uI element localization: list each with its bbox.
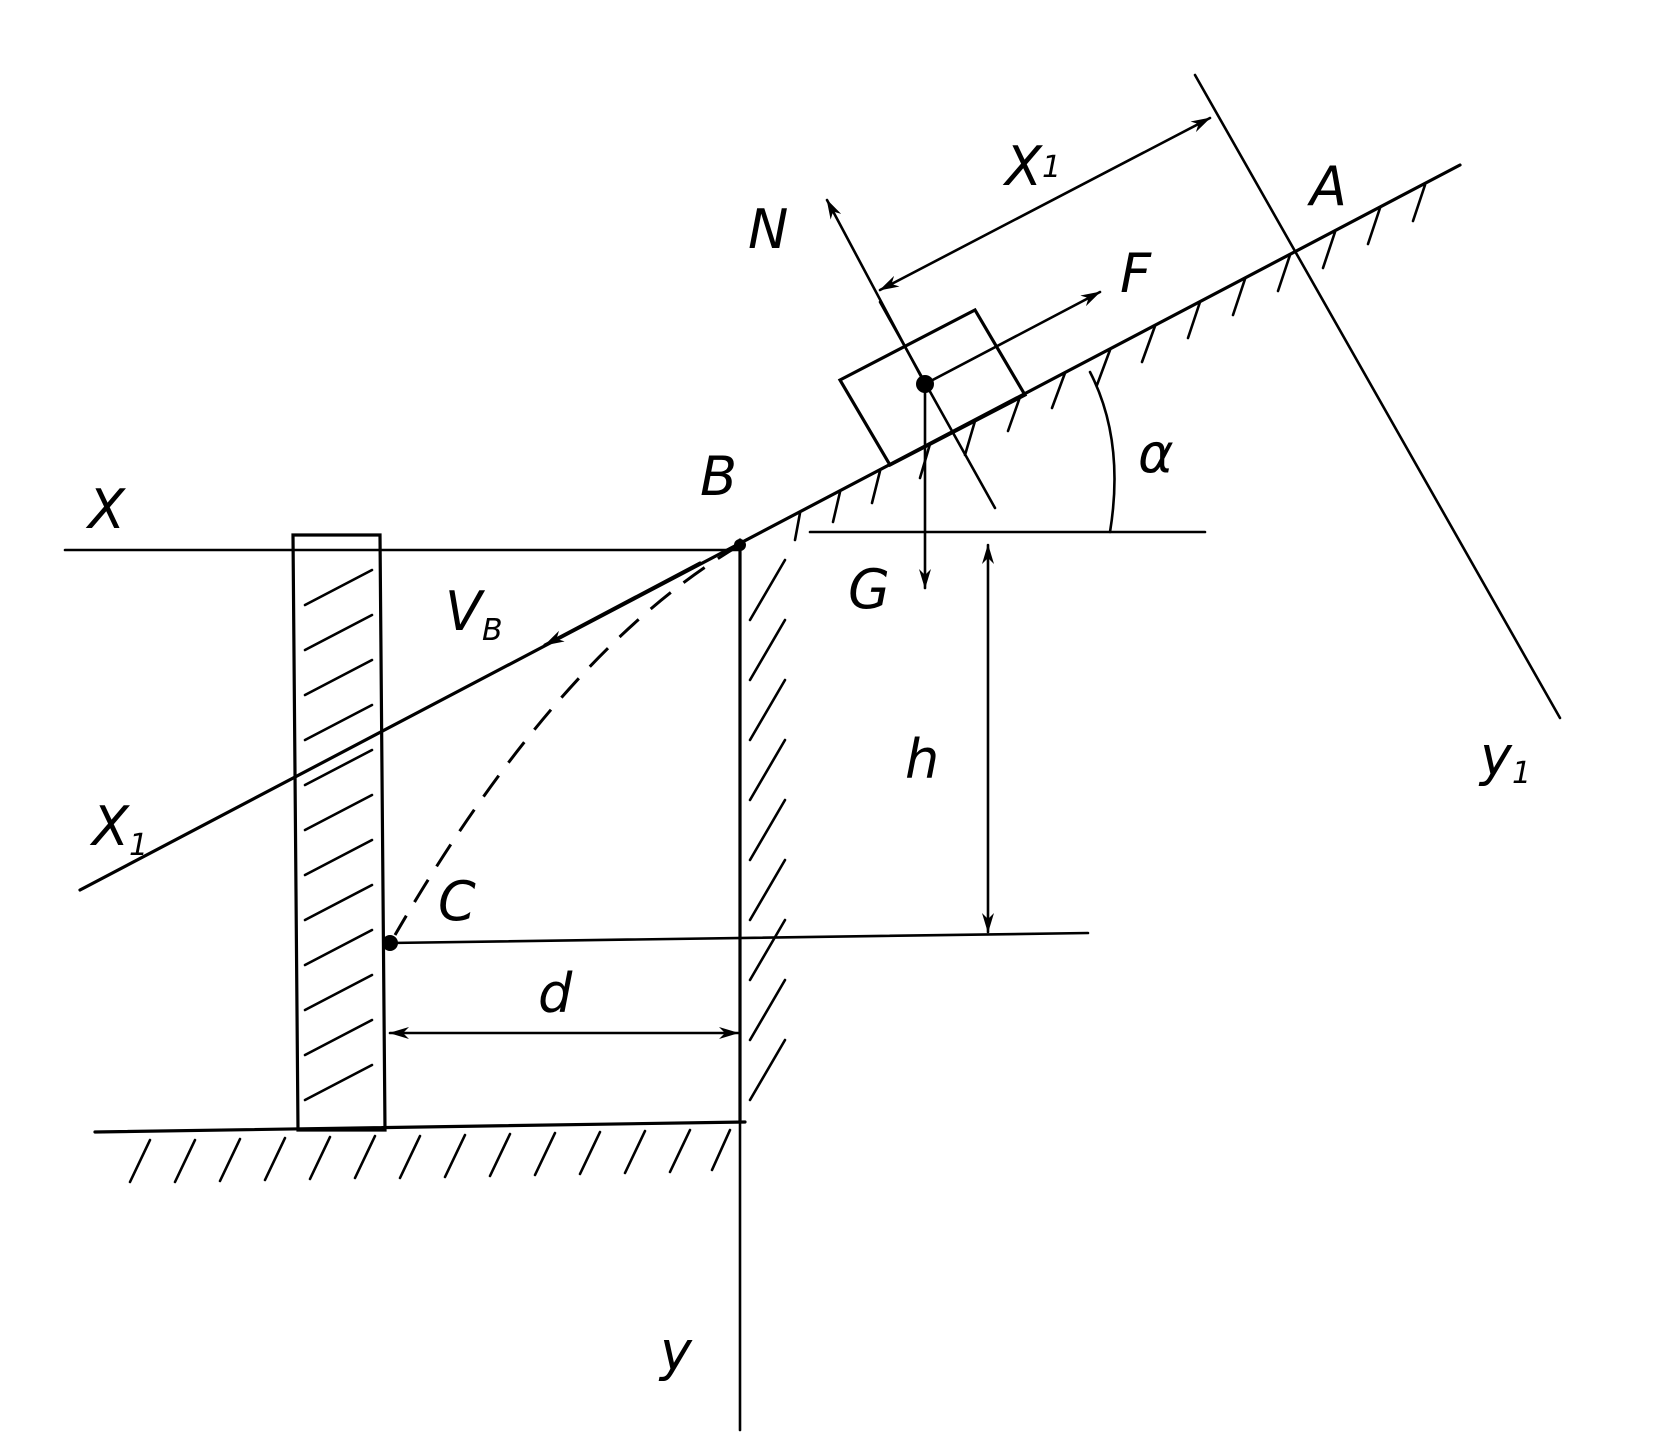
label-x: X [85,478,126,541]
alpha-angle-arc [1088,370,1116,534]
wall-hatching [748,558,787,1102]
barrier-hatching [303,568,374,1102]
label-a: A [1307,155,1347,218]
point-b [734,539,746,551]
inclined-x1-axis [78,163,1462,892]
label-h: h [905,728,939,791]
label-alpha: α [1138,422,1174,485]
x1-dimension-arrow [878,116,1212,292]
label-y1: y1 [1478,725,1531,791]
label-f: F [1120,242,1152,305]
ground-hatching [128,1128,732,1184]
label-x1-left: X1 [89,795,148,863]
velocity-vb-arrow [543,561,702,647]
friction-force-arrow [923,290,1102,386]
trajectory-curve [393,543,741,936]
label-n: N [748,198,788,261]
label-y: y [658,1320,693,1383]
incline-hatching [793,183,1427,542]
vertical-barrier [291,533,387,1132]
label-vb: VB [445,580,503,648]
label-x1-top: X1 [1002,135,1061,198]
sliding-block [837,307,1028,468]
ground-line [93,1120,747,1134]
c-level-line [388,931,1090,945]
normal-force-arrow [825,198,927,386]
label-c: C [438,870,476,933]
label-b: B [700,445,737,508]
label-d: d [538,962,573,1025]
y1-axis [1193,73,1562,720]
label-g: G [848,558,890,621]
